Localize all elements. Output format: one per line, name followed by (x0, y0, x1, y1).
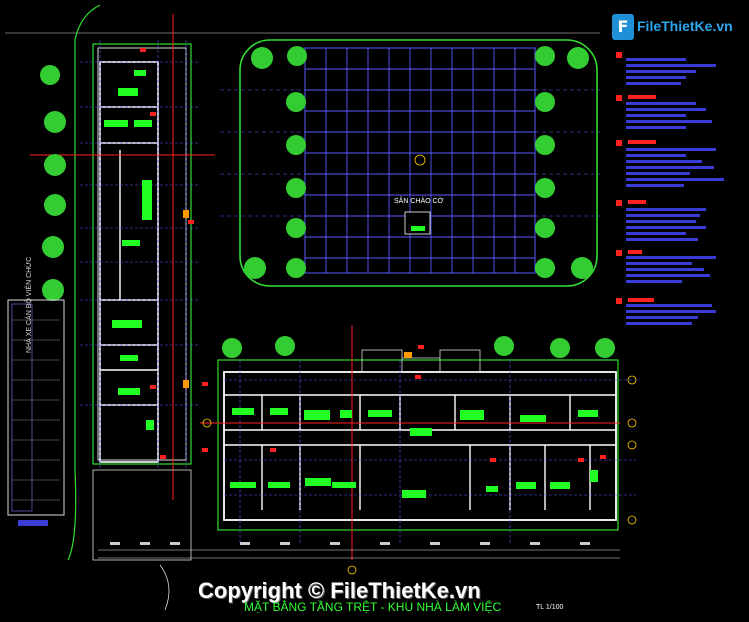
road-curve (159, 564, 170, 611)
legend-block (616, 52, 724, 325)
site-logo[interactable]: F FileThietKe.vn (612, 14, 733, 42)
plan-scale: TL 1/100 (536, 604, 564, 611)
logo-text: FileThietKe.vn (637, 18, 733, 34)
parking-label: NHÀ XE CÁN BỘ VIÊN CHỨC (26, 256, 33, 353)
main-office-building (98, 325, 637, 575)
site-boundary-curve (67, 4, 101, 561)
left-wing-building (30, 14, 215, 561)
courtyard (220, 39, 600, 287)
watermark-text: Copyright © FileThietKe.vn (198, 578, 481, 603)
parking-shed (7, 299, 65, 526)
logo-icon: F (612, 14, 634, 40)
courtyard-label: SÂN CHÀO CỜ (394, 198, 444, 205)
plan-title: MẶT BẰNG TẦNG TRỆT - KHU NHÀ LÀM VIỆC (244, 600, 502, 614)
